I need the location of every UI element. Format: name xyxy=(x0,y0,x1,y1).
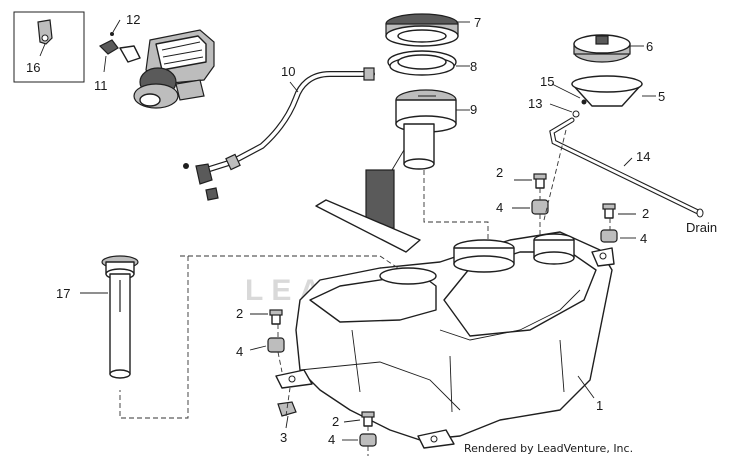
callout-10: 10 xyxy=(281,64,295,79)
part-14-drain-hose[interactable] xyxy=(549,117,704,218)
part-13-15-clamp[interactable] xyxy=(549,83,587,118)
callout-4: 4 xyxy=(236,344,243,359)
callout-8: 8 xyxy=(470,59,477,74)
callout-12: 12 xyxy=(126,12,140,27)
part-4-grommet[interactable] xyxy=(249,337,285,353)
callout-13: 13 xyxy=(528,96,542,111)
part-4-grommet[interactable] xyxy=(342,433,377,447)
callout-5: 5 xyxy=(658,89,665,104)
callout-16: 16 xyxy=(26,60,40,75)
part-11-throttle-body[interactable] xyxy=(98,19,215,109)
callout-2: 2 xyxy=(642,206,649,221)
callout-2: 2 xyxy=(236,306,243,321)
assembly-lines xyxy=(119,129,611,456)
callout-4: 4 xyxy=(640,231,647,246)
callout-17: 17 xyxy=(56,286,70,301)
part-7-lock-ring[interactable] xyxy=(385,13,470,47)
callout-11: 11 xyxy=(94,78,108,93)
callout-9: 9 xyxy=(470,102,477,117)
part-2-bolt[interactable] xyxy=(602,203,636,219)
callout-4: 4 xyxy=(328,432,335,447)
part-6-fuel-cap[interactable] xyxy=(573,34,644,63)
part-17-fuel-level-sender[interactable] xyxy=(80,255,139,379)
callouts: 1 2 2 2 2 3 4 4 4 4 5 6 7 8 9 10 11 12 1… xyxy=(26,12,665,447)
part-10-fuel-hose[interactable] xyxy=(183,67,375,201)
part-2-bolt[interactable] xyxy=(250,309,283,325)
callout-4: 4 xyxy=(496,200,503,215)
part-9-fuel-pump[interactable] xyxy=(315,89,470,253)
callout-15: 15 xyxy=(540,74,554,89)
credit-text: Rendered by LeadVenture, Inc. xyxy=(464,442,633,455)
callout-6: 6 xyxy=(646,39,653,54)
drain-label: Drain xyxy=(686,220,717,235)
callout-3: 3 xyxy=(280,430,287,445)
part-4-grommet[interactable] xyxy=(600,229,636,243)
part-16-inset-box[interactable] xyxy=(13,11,85,83)
callout-2: 2 xyxy=(332,414,339,429)
part-4-grommet[interactable] xyxy=(512,199,549,215)
callout-7: 7 xyxy=(474,15,481,30)
callout-14: 14 xyxy=(636,149,650,164)
part-5-filler-neck[interactable] xyxy=(571,75,656,107)
callout-1: 1 xyxy=(596,398,603,413)
part-1-fuel-tank[interactable] xyxy=(275,231,615,449)
callout-2: 2 xyxy=(496,165,503,180)
part-3-clip[interactable] xyxy=(277,401,297,429)
part-8-gasket[interactable] xyxy=(387,50,470,76)
part-2-bolt[interactable] xyxy=(514,173,547,189)
